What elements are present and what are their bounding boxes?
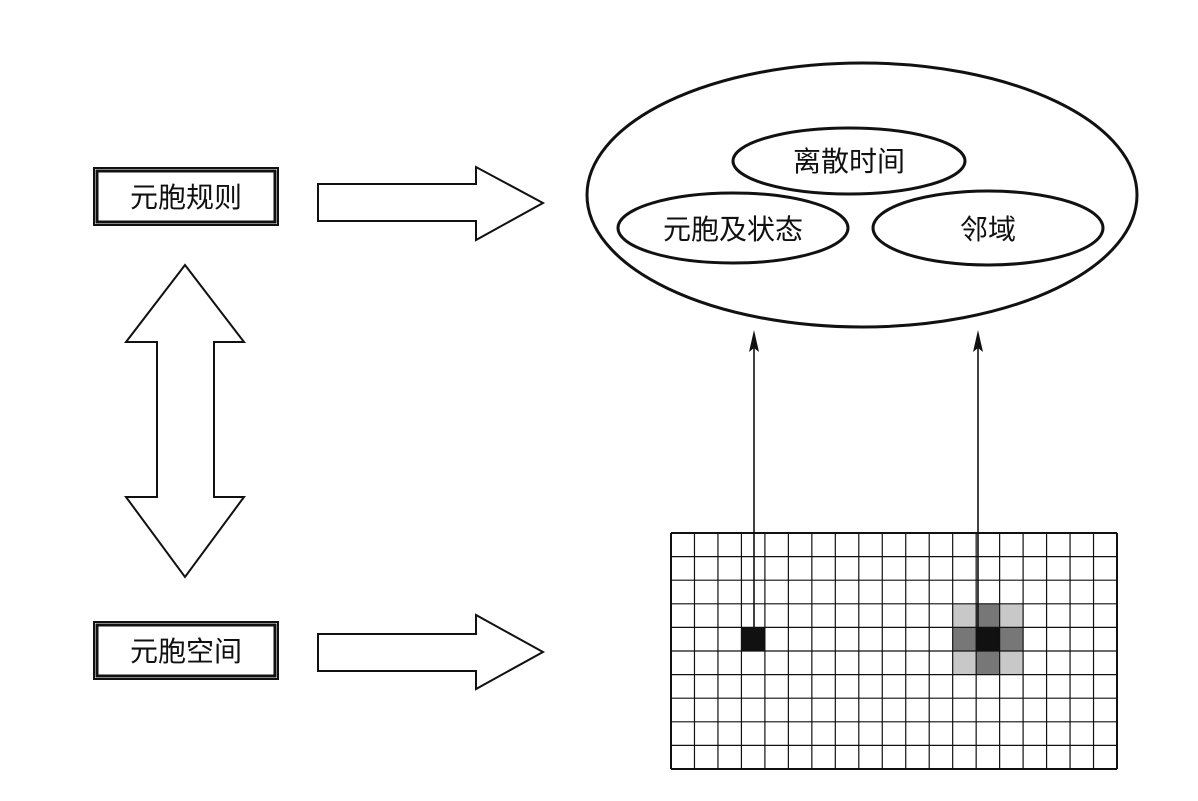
cell-space-box: 元胞空间 — [93, 621, 279, 680]
neighborhood-label: 邻域 — [960, 213, 1016, 246]
active-cell — [741, 627, 765, 651]
cell-space-grid — [670, 532, 1118, 770]
discrete-time-label: 离散时间 — [793, 145, 905, 178]
cell-to-state-arrowhead — [749, 330, 759, 352]
rules-space-double-arrow — [123, 263, 247, 579]
cell-state-label: 元胞及状态 — [663, 213, 803, 246]
neighbor-cell-diagonal — [952, 603, 977, 628]
neighbor-cell-adjacent — [952, 627, 977, 651]
neighbor-cell-diagonal — [999, 603, 1024, 628]
neighbor-cell-adjacent — [999, 627, 1024, 651]
neighborhood-oval: 邻域 — [871, 189, 1105, 267]
neighbor-cell-adjacent — [976, 651, 1000, 675]
neighbor-cell-adjacent — [976, 603, 1000, 628]
discrete-time-oval: 离散时间 — [731, 126, 967, 196]
neighborhood-arrowhead — [973, 330, 983, 352]
space-to-grid-arrow — [317, 613, 546, 691]
cell-state-oval: 元胞及状态 — [616, 191, 850, 265]
cell-space-label: 元胞空间 — [130, 635, 242, 668]
rules-to-components-arrow — [317, 165, 546, 242]
neighbor-cell-diagonal — [952, 651, 977, 675]
cell-rules-label: 元胞规则 — [130, 181, 242, 214]
neighbor-cell-diagonal — [999, 651, 1024, 675]
neighborhood-center-cell — [976, 627, 1000, 651]
cell-rules-box: 元胞规则 — [93, 167, 279, 226]
